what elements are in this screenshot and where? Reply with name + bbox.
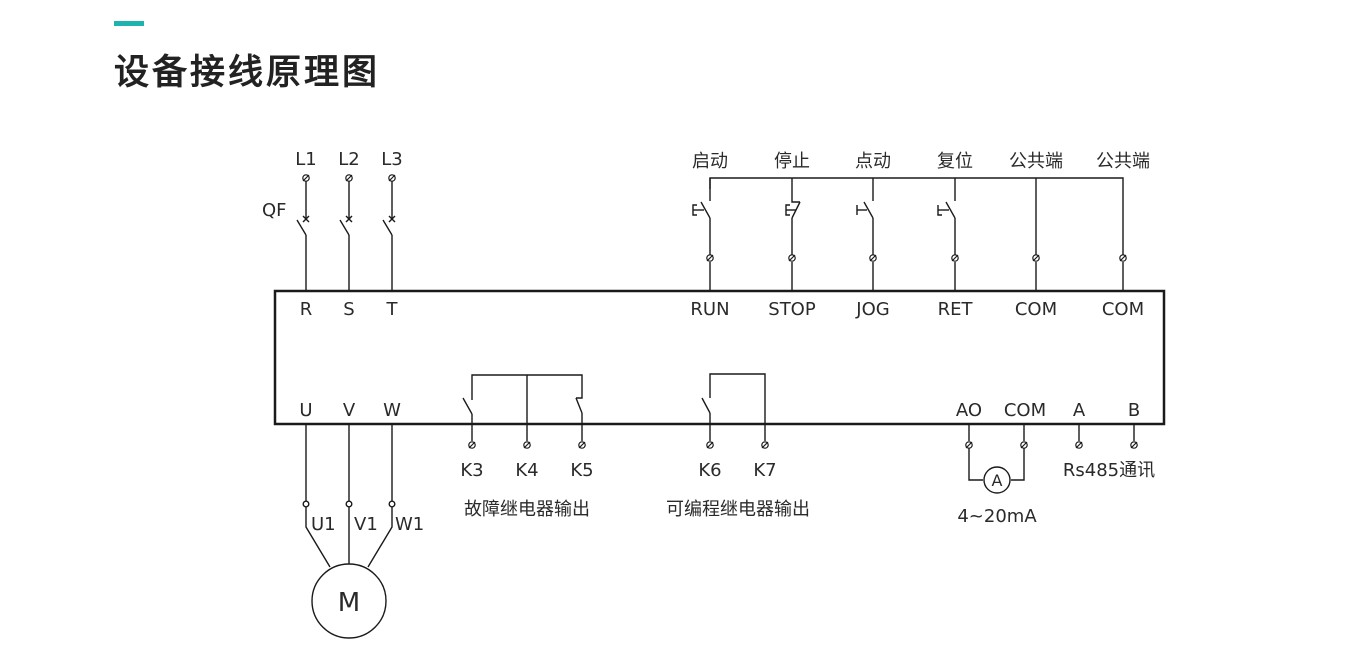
- terminal-label-u: U: [299, 400, 312, 421]
- communication-section: A B Rs485通讯: [1063, 400, 1155, 481]
- programmable-relay-label: 可编程继电器输出: [666, 499, 810, 520]
- terminal-label-k5: K5: [570, 460, 593, 481]
- motor-lead-w1: W1: [395, 514, 424, 535]
- terminal-label-ao: AO: [956, 400, 982, 421]
- terminal-k4-icon: [523, 441, 531, 449]
- fault-relay-label: 故障继电器输出: [464, 499, 590, 520]
- button-label-reset: 复位: [937, 151, 973, 172]
- terminal-jog-icon: [869, 254, 877, 262]
- motor-output-section: U V W U1 V1 W1 M: [299, 400, 424, 639]
- control-inputs-section: 启动 停止 点动 复位 公共端 公共端: [690, 151, 1150, 320]
- terminal-l2-icon: [345, 174, 353, 182]
- line-label-l1: L1: [295, 149, 316, 170]
- rs485-label: Rs485通讯: [1063, 460, 1155, 481]
- terminal-k3-icon: [468, 441, 476, 449]
- breaker-label: QF: [262, 200, 287, 221]
- button-label-start: 启动: [692, 151, 728, 172]
- button-label-stop: 停止: [774, 151, 810, 172]
- terminal-label-jog: JOG: [855, 299, 889, 320]
- terminal-stop-icon: [788, 254, 796, 262]
- terminal-l1-icon: [302, 174, 310, 182]
- terminal-run-icon: [706, 254, 714, 262]
- inverter-box: [273, 289, 1166, 426]
- button-label-jog: 点动: [855, 151, 891, 172]
- line-label-l3: L3: [381, 149, 402, 170]
- terminal-com2-icon: [1119, 254, 1127, 262]
- terminal-label-b: B: [1128, 400, 1140, 421]
- motor-icon: [311, 563, 387, 639]
- terminal-com-ao-icon: [1020, 441, 1028, 449]
- terminal-label-a: A: [1073, 400, 1086, 421]
- programmable-relay-section: K6 K7 可编程继电器输出: [666, 373, 810, 520]
- terminal-k6-icon: [706, 441, 714, 449]
- terminal-label-k7: K7: [753, 460, 776, 481]
- terminal-label-k3: K3: [460, 460, 483, 481]
- terminal-com1-icon: [1032, 254, 1040, 262]
- terminal-label-s: S: [343, 299, 354, 320]
- motor-lead-v1: V1: [354, 514, 378, 535]
- terminal-a-icon: [1075, 441, 1083, 449]
- terminal-label-k4: K4: [515, 460, 538, 481]
- ammeter-icon: A: [992, 471, 1003, 490]
- button-label-common-2: 公共端: [1096, 151, 1150, 172]
- terminal-label-ret: RET: [938, 299, 974, 320]
- terminal-label-com-1: COM: [1015, 299, 1057, 320]
- terminal-label-t: T: [386, 299, 399, 320]
- terminal-l3-icon: [388, 174, 396, 182]
- terminal-label-r: R: [300, 299, 313, 320]
- fault-relay-section: K3 K4 K5 故障继电器输出: [460, 374, 594, 520]
- analog-output-section: AO COM A 4~20mA: [956, 400, 1046, 527]
- analog-range-label: 4~20mA: [957, 506, 1037, 527]
- terminal-k7-icon: [761, 441, 769, 449]
- page-title: 设备接线原理图: [114, 53, 381, 93]
- terminal-ret-icon: [951, 254, 959, 262]
- terminal-label-stop: STOP: [768, 299, 816, 320]
- terminal-b-icon: [1130, 441, 1138, 449]
- terminal-label-com-2: COM: [1102, 299, 1144, 320]
- terminal-ao-icon: [965, 441, 973, 449]
- power-input-section: L1 L2 L3 QF R S T: [262, 149, 403, 320]
- terminal-k5-icon: [578, 441, 586, 449]
- title-accent-bar: [114, 21, 144, 26]
- terminal-label-w: W: [383, 400, 401, 421]
- terminal-label-com-ao: COM: [1004, 400, 1046, 421]
- terminal-label-run: RUN: [690, 299, 729, 320]
- button-label-common-1: 公共端: [1009, 151, 1063, 172]
- motor-lead-u1: U1: [311, 514, 336, 535]
- line-label-l2: L2: [338, 149, 359, 170]
- motor-label: M: [338, 588, 360, 618]
- terminal-label-k6: K6: [698, 460, 721, 481]
- terminal-label-v: V: [343, 400, 356, 421]
